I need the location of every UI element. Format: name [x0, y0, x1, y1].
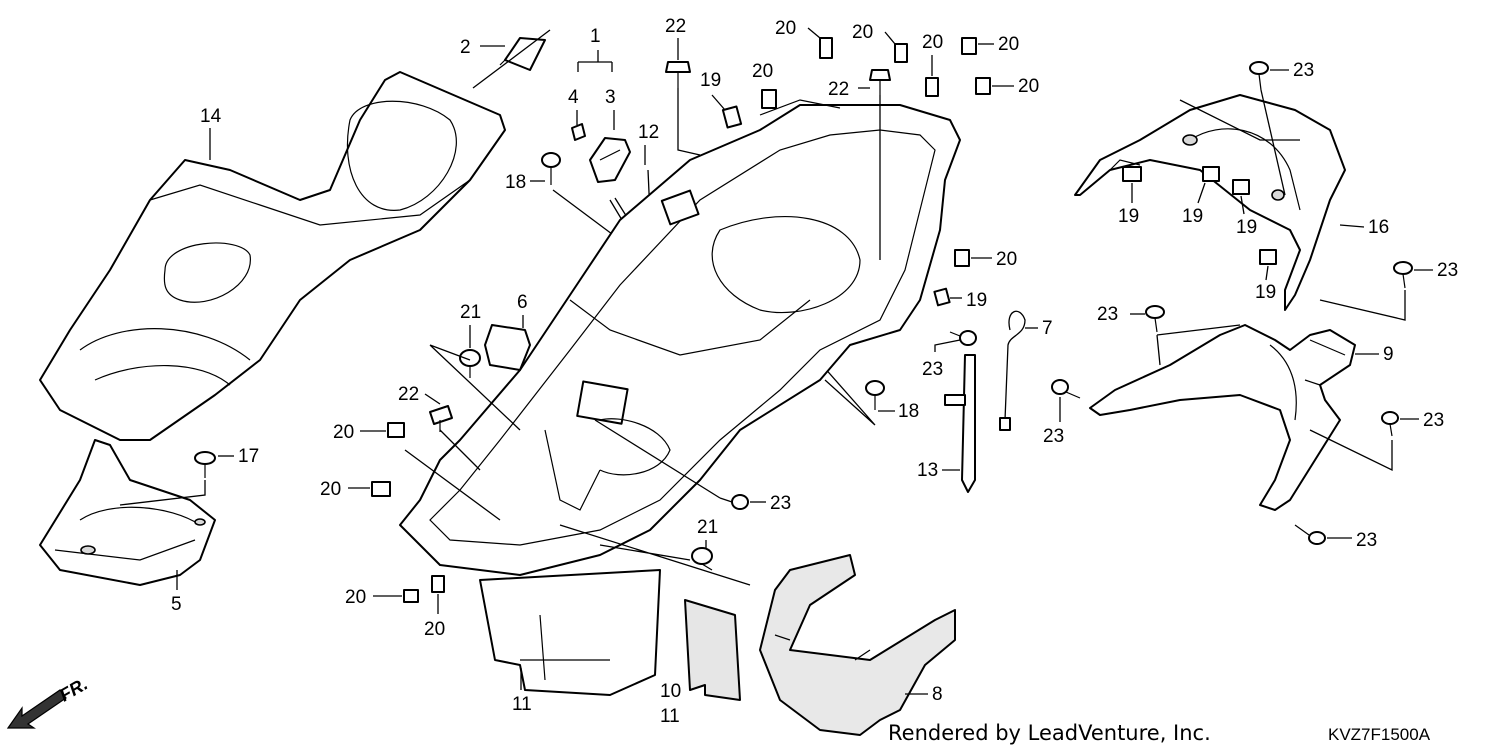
label-20i: 20: [320, 479, 341, 500]
label-19f: 19: [1255, 282, 1276, 303]
part-20-clip-c[interactable]: [894, 43, 908, 63]
part-22-bolt-a[interactable]: [665, 61, 691, 88]
label-14: 14: [200, 106, 222, 127]
label-20e: 20: [998, 34, 1019, 55]
label-5: 5: [171, 594, 182, 615]
part-21-bolt-b[interactable]: [691, 547, 713, 571]
label-23h: 23: [1356, 530, 1377, 551]
diagram-code: KVZ7F1500A: [1328, 725, 1431, 744]
label-21b: 21: [697, 517, 718, 538]
label-3: 3: [605, 87, 616, 108]
part-19-clip-c[interactable]: [1122, 166, 1142, 182]
label-19b: 19: [966, 290, 987, 311]
label-18a: 18: [505, 172, 526, 193]
label-20a: 20: [752, 61, 773, 82]
part-18-bolt-b[interactable]: [865, 380, 885, 410]
part-20-clip-f[interactable]: [975, 77, 991, 95]
part-3-light[interactable]: [589, 137, 631, 183]
part-8-splash-guard[interactable]: [759, 554, 956, 736]
part-23-bolt-c[interactable]: [1249, 61, 1269, 91]
label-12: 12: [638, 122, 659, 143]
part-19-clip-e[interactable]: [1232, 179, 1250, 195]
label-22c: 22: [398, 384, 419, 405]
label-20h: 20: [333, 422, 354, 443]
label-22a: 22: [665, 16, 686, 37]
part-14-floor-cover[interactable]: [39, 71, 506, 441]
part-20-clip-k[interactable]: [431, 575, 445, 593]
label-2: 2: [460, 37, 471, 58]
part-23-bolt-g[interactable]: [1381, 411, 1399, 437]
label-19e: 19: [1236, 217, 1257, 238]
part-23-bolt-f[interactable]: [1051, 379, 1081, 399]
part-11-inner-box[interactable]: [399, 99, 961, 696]
part-20-clip-i[interactable]: [371, 481, 391, 497]
part-20-clip-d[interactable]: [925, 77, 939, 97]
part-22-bolt-b[interactable]: [869, 69, 891, 95]
front-direction-arrow: FR.: [6, 674, 91, 729]
part-4-bulb[interactable]: [571, 123, 586, 141]
label-11b: 11: [660, 706, 680, 727]
label-20d: 20: [922, 32, 943, 53]
render-credit: Rendered by LeadVenture, Inc.: [888, 721, 1211, 745]
part-20-clip-j[interactable]: [403, 589, 419, 603]
label-23c: 23: [1293, 60, 1314, 81]
part-20-clip-e[interactable]: [961, 37, 977, 55]
label-20b: 20: [775, 18, 796, 39]
label-4: 4: [568, 87, 579, 108]
part-20-clip-g[interactable]: [954, 249, 970, 267]
label-23d: 23: [1437, 260, 1458, 281]
label-20k: 20: [424, 619, 445, 640]
part-20-clip-h[interactable]: [387, 422, 405, 438]
part-13-rod[interactable]: [944, 354, 976, 493]
label-17: 17: [238, 446, 259, 467]
part-19-clip-a[interactable]: [721, 105, 743, 129]
part-19-clip-f[interactable]: [1259, 249, 1277, 265]
part-19-clip-b[interactable]: [933, 287, 951, 307]
part-23-bolt-e[interactable]: [1145, 305, 1165, 333]
label-20j: 20: [345, 587, 366, 608]
part-20-clip-a[interactable]: [761, 89, 777, 109]
label-13: 13: [917, 460, 938, 481]
part-21-bolt-a[interactable]: [459, 349, 481, 378]
part-17-bolt[interactable]: [194, 451, 216, 478]
part-23-bolt-a[interactable]: [719, 494, 749, 510]
label-23f: 23: [1043, 426, 1064, 447]
label-11a: 11: [512, 694, 532, 715]
label-1: 1: [590, 26, 601, 47]
part-18-bolt-a[interactable]: [541, 152, 561, 185]
label-10: 10: [660, 681, 681, 702]
label-20f: 20: [1018, 76, 1039, 97]
label-23a: 23: [770, 493, 791, 514]
part-2-lid[interactable]: [499, 37, 546, 71]
label-19a: 19: [700, 70, 721, 91]
label-21a: 21: [460, 302, 481, 323]
label-19d: 19: [1182, 206, 1203, 227]
label-9: 9: [1383, 344, 1394, 365]
part-23-bolt-d[interactable]: [1393, 261, 1413, 289]
part-19-clip-d[interactable]: [1202, 166, 1220, 182]
part-23-bolt-b[interactable]: [949, 330, 977, 346]
part-23-bolt-h[interactable]: [1294, 524, 1326, 545]
label-6: 6: [517, 292, 528, 313]
label-16: 16: [1368, 217, 1389, 238]
label-23g: 23: [1423, 410, 1444, 431]
label-23b: 23: [922, 359, 943, 380]
label-19c: 19: [1118, 206, 1139, 227]
label-20g: 20: [996, 249, 1017, 270]
part-10-pad[interactable]: [684, 599, 741, 701]
label-23e: 23: [1097, 304, 1118, 325]
label-20c: 20: [852, 22, 873, 43]
label-22b: 22: [828, 79, 849, 100]
part-5-lower-cover[interactable]: [39, 439, 216, 586]
part-7-cable[interactable]: [999, 310, 1026, 431]
part-6-bracket[interactable]: [484, 324, 531, 371]
part-9-rear-lower-cowl[interactable]: [1089, 324, 1356, 511]
part-22-bolt-c[interactable]: [429, 405, 453, 432]
part-16-rear-cowl[interactable]: [1074, 94, 1346, 311]
label-7: 7: [1042, 318, 1053, 339]
label-8: 8: [932, 684, 943, 705]
label-18b: 18: [898, 401, 919, 422]
part-20-clip-b[interactable]: [819, 37, 833, 59]
